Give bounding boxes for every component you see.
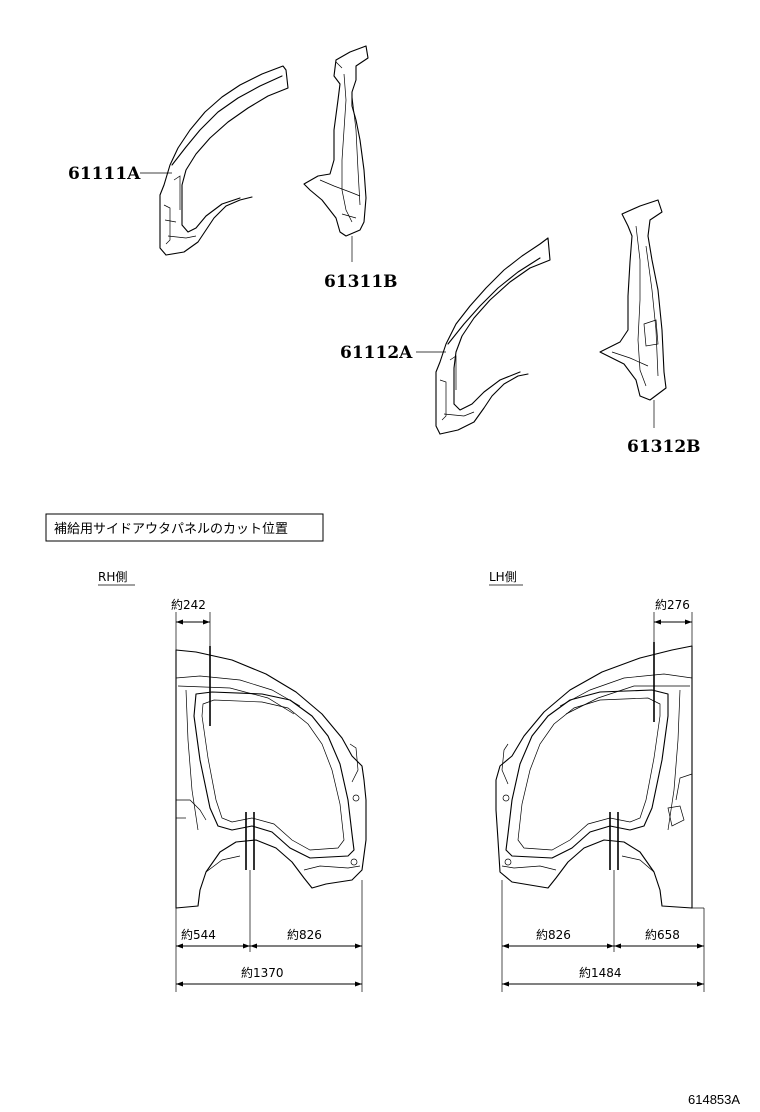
rh-side-panel-drawing: [175, 646, 367, 909]
rh-dim-left: 約544: [181, 927, 216, 942]
lh-side-panel-drawing: [495, 642, 693, 909]
note-box-text: 補給用サイドアウタパネルのカット位置: [54, 522, 288, 537]
part-61311b-drawing: [303, 45, 369, 262]
lh-dim-right: 約658: [645, 927, 680, 942]
lh-dim-top: 約276: [655, 597, 690, 612]
lh-dimension-lines: [501, 612, 705, 992]
lh-dim-total: 約1484: [579, 965, 622, 980]
rh-dim-right: 約826: [287, 927, 322, 942]
part-number-61112a: 61112A: [340, 343, 413, 363]
figure-number: 614853A: [688, 1092, 740, 1107]
part-number-61111a: 61111A: [68, 164, 141, 184]
part-61111a-drawing: [140, 65, 289, 256]
rh-dim-top: 約242: [171, 597, 206, 612]
rh-dim-total: 約1370: [241, 965, 284, 980]
lh-side-label: LH側: [489, 570, 517, 584]
part-number-61311b: 61311B: [324, 272, 398, 292]
part-61112a-drawing: [416, 237, 551, 435]
lh-dim-left: 約826: [536, 927, 571, 942]
note-box-frame: [45, 513, 324, 542]
rh-dimension-lines: [175, 612, 363, 992]
part-number-61312b: 61312B: [627, 437, 701, 457]
part-61312b-drawing: [599, 199, 667, 428]
rh-side-label: RH側: [98, 570, 127, 584]
